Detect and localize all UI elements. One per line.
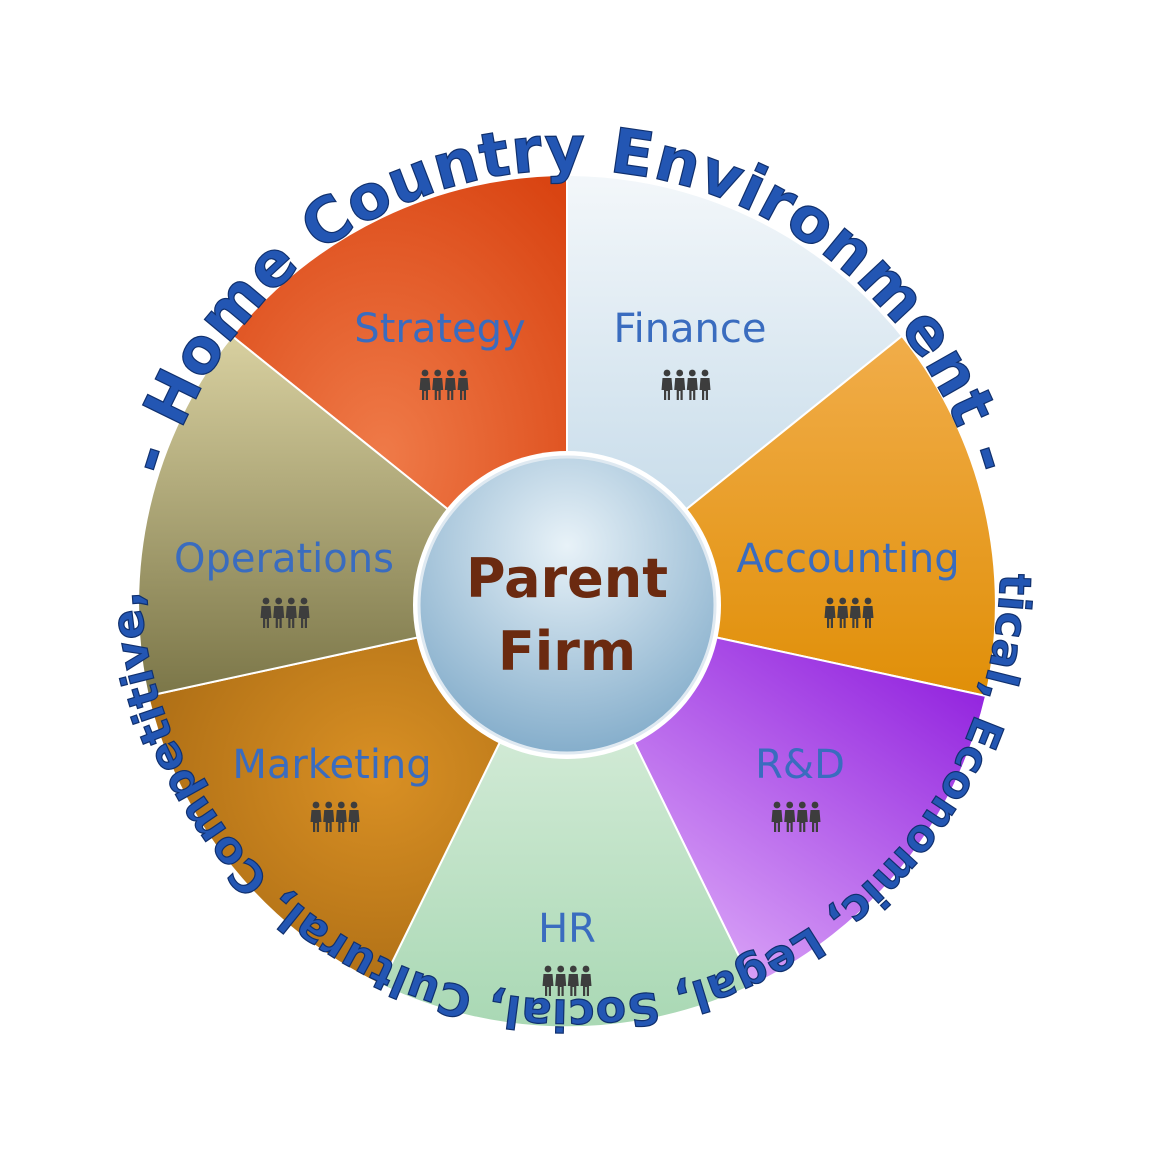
- segment-label-operations: Operations: [174, 536, 394, 582]
- segment-label-rd: R&D: [755, 742, 845, 788]
- segment-label-marketing: Marketing: [232, 742, 431, 788]
- segment-label-hr: HR: [538, 906, 596, 952]
- segment-label-finance: Finance: [613, 306, 766, 352]
- segment-label-accounting: Accounting: [736, 536, 959, 582]
- segment-hr: [379, 602, 755, 1029]
- center-label-line2: Firm: [498, 620, 636, 683]
- segment-label-strategy: Strategy: [354, 306, 525, 352]
- center-label-line1: Parent: [466, 547, 668, 610]
